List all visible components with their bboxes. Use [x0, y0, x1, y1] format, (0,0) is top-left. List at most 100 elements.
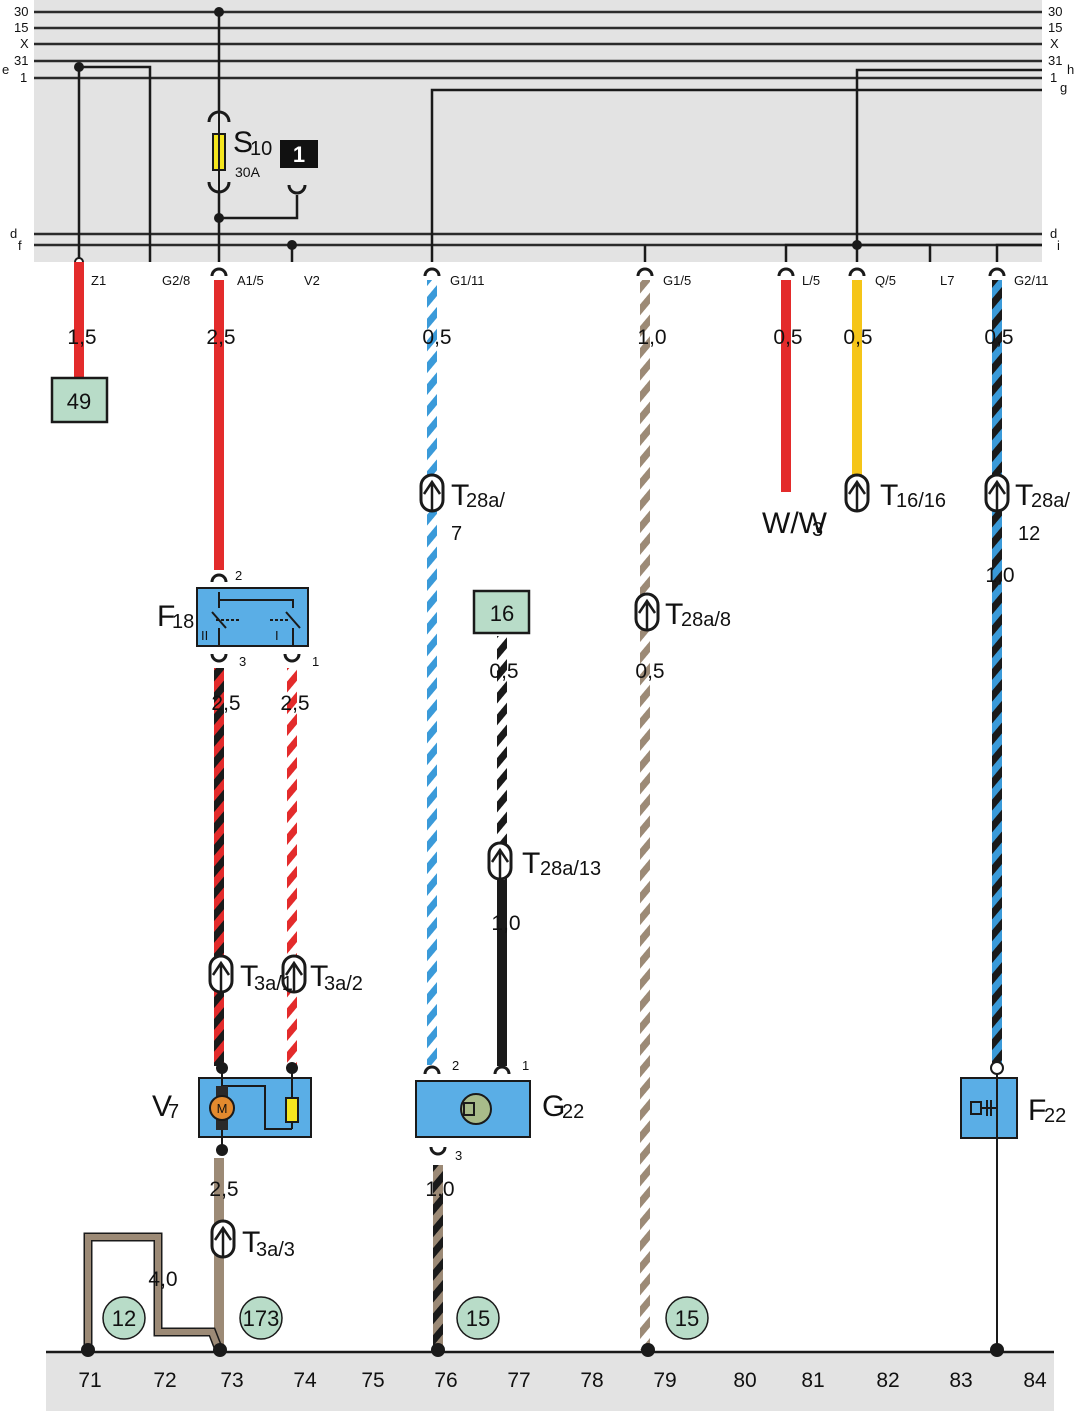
ground-ref-173: 173: [243, 1306, 280, 1331]
plug-t28a13-sub: 28a/13: [540, 858, 601, 880]
relay-panel: [34, 0, 1042, 262]
f22-pin: [990, 1061, 1004, 1075]
g22-sub: 22: [562, 1101, 584, 1123]
gauge-v7-out: 2,5: [209, 1178, 238, 1201]
column-80: 80: [733, 1369, 756, 1392]
panel-internal-wiring: [77, 12, 1042, 262]
plug-t3a1-name: T: [240, 960, 258, 993]
f18-contact-ii: II: [201, 628, 208, 643]
f18-pin1-socket: [283, 653, 301, 663]
column-numbers: 71 72 73 74 75 76 77 78 79 80 81 82 83 8…: [78, 1369, 1047, 1392]
wire-brown-white-g1-5: [640, 280, 650, 1350]
gauge-g2-11: 0,5: [984, 326, 1013, 349]
power-rails: [34, 10, 1042, 247]
v7-motor-letter: M: [217, 1101, 228, 1116]
v7-name: V: [152, 1090, 172, 1123]
fuse-rating: 30A: [235, 164, 261, 180]
wire-red-black-f18-3: [214, 668, 224, 1066]
g22-name: G: [542, 1090, 565, 1123]
gauge-f18-3: 2,5: [211, 692, 240, 715]
rail-label-x-right: X: [1050, 36, 1059, 51]
rail-label-i-right: i: [1057, 238, 1060, 253]
connector-v2: V2: [304, 273, 320, 288]
plug-t28a12-extra: 12: [1018, 523, 1040, 545]
connector-q5: Q/5: [875, 273, 896, 288]
wire-black-brown-g22-ground: [433, 1165, 443, 1350]
plug-t3a3-name: T: [242, 1226, 260, 1259]
f18-name: F: [157, 600, 175, 633]
ground-ref-15b: 15: [675, 1306, 699, 1331]
column-84: 84: [1023, 1369, 1047, 1392]
ground-dots: [81, 1343, 1004, 1357]
connector-g2-8: G2/8: [162, 273, 190, 288]
column-83: 83: [949, 1369, 972, 1392]
column-73: 73: [220, 1369, 243, 1392]
plug-t3a2-name: T: [310, 960, 328, 993]
rail-label-30-right: 30: [1048, 4, 1062, 19]
plug-t16-name: T: [880, 479, 898, 512]
rail-label-31-left: 31: [14, 53, 28, 68]
fuse-s10: [207, 110, 231, 194]
plug-t16-sub: 16/16: [896, 490, 946, 512]
relay-number-box: [280, 140, 318, 168]
ww3-label: W/W: [762, 507, 828, 540]
ref-box-49-label: 49: [67, 389, 91, 414]
gauge-g22-in: 0,5: [489, 660, 518, 683]
panel-sockets: [210, 267, 1006, 277]
rail-label-31-right: 31: [1048, 53, 1062, 68]
connector-g1-11: G1/11: [450, 273, 484, 288]
gauge-g1-11: 0,5: [422, 326, 451, 349]
ground-ref-12: 12: [112, 1306, 136, 1331]
f22-pressure-switch-icon: [970, 1074, 998, 1138]
v7-sub: 7: [168, 1101, 179, 1123]
f18-pin-3: 3: [239, 654, 246, 669]
connector-g1-5: G1/5: [663, 273, 691, 288]
connector-z1: Z1: [91, 273, 106, 288]
junction-dot: [74, 62, 84, 72]
rail-label-30-left: 30: [14, 4, 28, 19]
connector-l5: L/5: [802, 273, 820, 288]
rail-label-1-right: 1: [1050, 70, 1057, 85]
f22-sub: 22: [1044, 1105, 1066, 1127]
gauge-g22-mid: 1,0: [491, 912, 520, 935]
rail-label-d-left: d: [10, 226, 17, 241]
rail-label-d-right: d: [1050, 226, 1057, 241]
g22-pin-3: 3: [455, 1148, 462, 1163]
g22-sensor-inner-icon: [463, 1102, 475, 1116]
rail-prefix-e: e: [2, 62, 9, 77]
column-82: 82: [876, 1369, 899, 1392]
rail-suffix-g: g: [1060, 80, 1067, 95]
column-71: 71: [78, 1369, 101, 1392]
plug-t3a2-sub: 3a/2: [324, 973, 363, 995]
v7-motor-icon: [209, 1095, 235, 1121]
connector-a1-5: A1/5: [237, 273, 264, 288]
column-81: 81: [801, 1369, 824, 1392]
column-74: 74: [293, 1369, 317, 1392]
gauge-z1: 1,5: [67, 326, 96, 349]
g22-pin3-socket: [429, 1146, 447, 1156]
plug-t28a7-extra: 7: [451, 523, 462, 545]
column-79: 79: [653, 1369, 676, 1392]
plug-t3a3-sub: 3a/3: [256, 1239, 295, 1261]
f18-pin-socket: [210, 573, 228, 583]
ref-box-16: [472, 589, 531, 635]
ground-refs: [102, 1296, 709, 1340]
wire-black-g22: [497, 880, 507, 1066]
junction-dot: [852, 240, 862, 250]
relay-number: 1: [293, 142, 305, 167]
column-bar: [46, 1352, 1054, 1411]
column-76: 76: [434, 1369, 457, 1392]
gauge-ground-strap: 4,0: [148, 1268, 177, 1291]
junction-dot: [214, 7, 224, 17]
gauge-q5: 0,5: [843, 326, 872, 349]
f18-contact-i: I: [275, 628, 279, 643]
plug-t28a7-name: T: [451, 479, 469, 512]
gauge-f18-1: 2,5: [280, 692, 309, 715]
f18-pin-2: 2: [235, 568, 242, 583]
ref-box-16-label: 16: [490, 601, 514, 626]
rail-suffix-h: h: [1067, 62, 1074, 77]
f18-pin-1: 1: [312, 654, 319, 669]
plug-t28a8-sub: 28a/8: [681, 609, 731, 631]
ground-ref-15a: 15: [466, 1306, 490, 1331]
gauge-l5: 0,5: [773, 326, 802, 349]
